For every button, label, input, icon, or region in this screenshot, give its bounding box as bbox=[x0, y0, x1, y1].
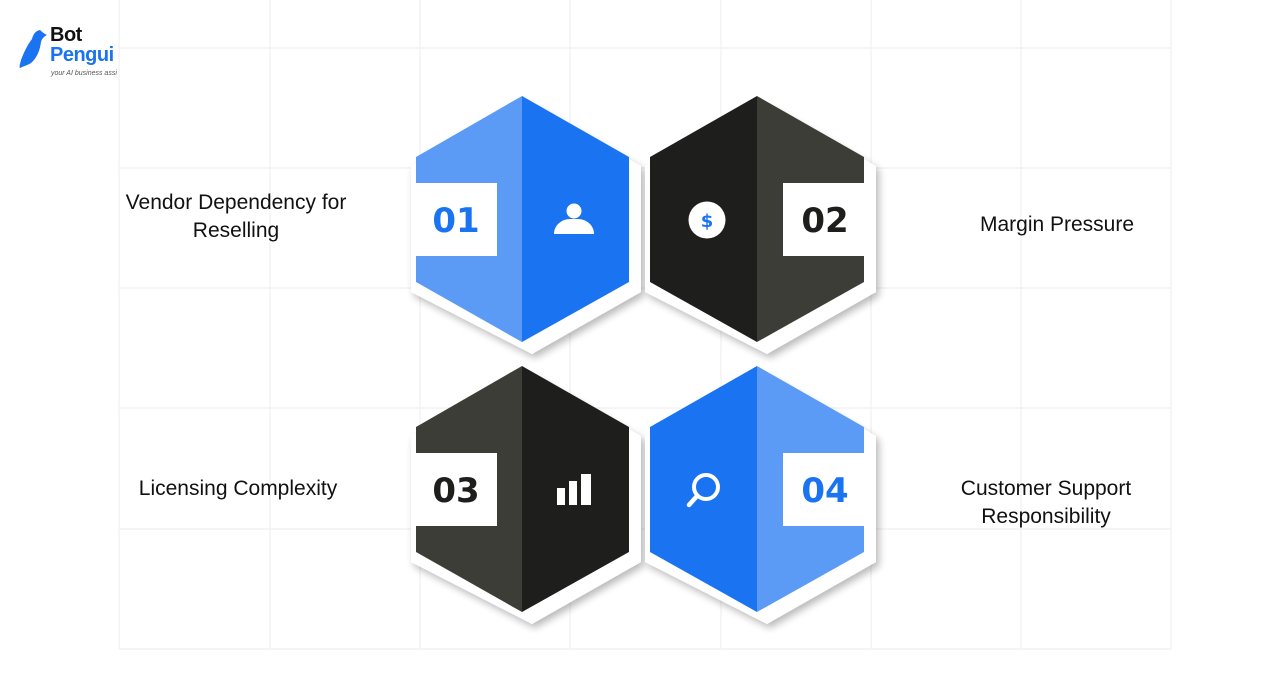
user-icon bbox=[554, 203, 594, 234]
item-number: 04 bbox=[801, 471, 848, 511]
brand-name-line2: Pengui bbox=[50, 44, 114, 66]
item-number: 01 bbox=[432, 201, 479, 241]
bar-chart-icon bbox=[557, 474, 591, 505]
item-label-04: Customer Support Responsibility bbox=[930, 475, 1162, 531]
hexagon-item-01: 01 bbox=[411, 96, 641, 354]
item-label-01: Vendor Dependency for Reselling bbox=[100, 189, 372, 245]
brand-tagline: your AI business assi bbox=[51, 70, 117, 77]
item-label-03: Licensing Complexity bbox=[108, 475, 368, 503]
number-box bbox=[783, 183, 864, 256]
item-title-line1: Licensing Complexity bbox=[138, 477, 338, 500]
item-number: 03 bbox=[432, 471, 479, 511]
brand-name-line1: Bot bbox=[50, 24, 82, 46]
item-title-line2: Reselling bbox=[192, 219, 280, 242]
hexagon-item-04: 04 bbox=[645, 366, 876, 624]
item-number: 02 bbox=[801, 201, 848, 241]
number-box bbox=[416, 183, 497, 256]
hexagon-left-face bbox=[650, 366, 757, 612]
item-title-line1: Vendor Dependency for bbox=[125, 191, 347, 214]
hexagon-item-02: 02 $ bbox=[645, 96, 876, 354]
hexagon-item-03: 03 bbox=[411, 366, 641, 624]
item-title-line1: Customer Support bbox=[960, 477, 1132, 500]
penguin-icon bbox=[19, 30, 47, 68]
number-box bbox=[416, 453, 497, 526]
svg-text:$: $ bbox=[701, 211, 714, 232]
item-label-02: Margin Pressure bbox=[946, 211, 1168, 239]
number-box bbox=[783, 453, 864, 526]
search-icon bbox=[686, 473, 720, 508]
item-title-line1: Margin Pressure bbox=[979, 213, 1135, 236]
item-title-line2: Responsibility bbox=[981, 505, 1111, 528]
dollar-icon: $ bbox=[688, 201, 726, 239]
brand-logo: Bot Pengui your AI business assi bbox=[18, 24, 119, 84]
